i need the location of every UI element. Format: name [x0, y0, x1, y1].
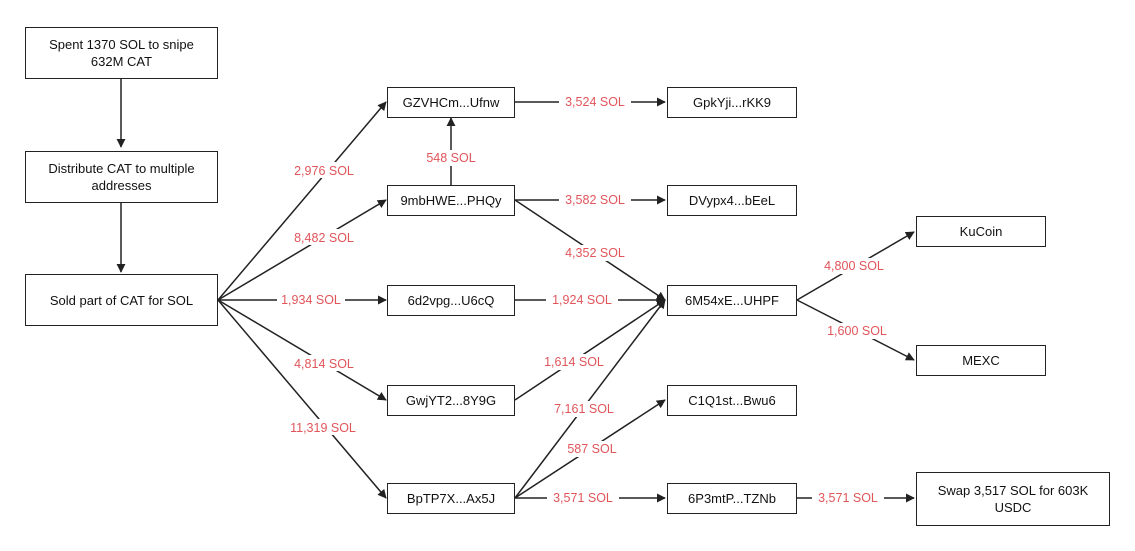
node-mexc: MEXC — [916, 345, 1046, 376]
edge-label-m54xe-mexc: 1,600 SOL — [827, 324, 887, 338]
node-m54xe: 6M54xE...UHPF — [667, 285, 797, 316]
edge-bptp7x-m54xe — [514, 299, 666, 499]
edge-label-gzvhcm-gpkyji: 3,524 SOL — [565, 95, 625, 109]
node-gzvhcm: GZVHCm...Ufnw — [387, 87, 515, 118]
edge-sold-gwjyt2 — [217, 299, 387, 401]
edge-label-mbhwe-gzvhcm: 548 SOL — [426, 151, 475, 165]
edge-label-sold-gzvhcm: 2,976 SOL — [294, 164, 354, 178]
node-kucoin-label: KuCoin — [959, 224, 1003, 239]
node-c1q1st-label: C1Q1st...Bwu6 — [688, 393, 776, 408]
node-p3mtp: 6P3mtP...TZNb — [667, 483, 797, 514]
node-mbhwe-label: 9mbHWE...PHQy — [400, 193, 502, 208]
node-gwjyt2: GwjYT2...8Y9G — [387, 385, 515, 416]
node-d2vpg: 6d2vpg...U6cQ — [387, 285, 515, 316]
edge-label-m54xe-kucoin: 4,800 SOL — [824, 259, 884, 273]
edge-label-p3mtp-swap: 3,571 SOL — [818, 491, 878, 505]
node-sold: Sold part of CAT for SOL — [25, 274, 218, 326]
node-spent: Spent 1370 SOL to snipe 632M CAT — [25, 27, 218, 79]
node-sold-label: Sold part of CAT for SOL — [49, 292, 194, 308]
node-bptp7x: BpTP7X...Ax5J — [387, 483, 515, 514]
node-gpkyji: GpkYji...rKK9 — [667, 87, 797, 118]
node-mexc-label: MEXC — [962, 353, 1000, 368]
edge-label-d2vpg-m54xe: 1,924 SOL — [552, 293, 612, 307]
edge-sold-mbhwe — [217, 199, 387, 301]
node-d2vpg-label: 6d2vpg...U6cQ — [407, 293, 495, 308]
node-swap-label: Swap 3,517 SOL for 603K USDC — [937, 483, 1089, 515]
node-bptp7x-label: BpTP7X...Ax5J — [406, 491, 496, 506]
node-gzvhcm-label: GZVHCm...Ufnw — [402, 95, 500, 110]
edge-label-sold-bptp7x: 11,319 SOL — [290, 421, 356, 435]
node-m54xe-label: 6M54xE...UHPF — [685, 293, 779, 308]
node-distribute: Distribute CAT to multiple addresses — [25, 151, 218, 203]
edge-label-sold-mbhwe: 8,482 SOL — [294, 231, 354, 245]
node-mbhwe: 9mbHWE...PHQy — [387, 185, 515, 216]
node-dvypx4-label: DVypx4...bEeL — [688, 193, 776, 208]
edge-gwjyt2-m54xe — [514, 299, 666, 401]
edge-label-sold-d2vpg: 1,934 SOL — [281, 293, 341, 307]
node-p3mtp-label: 6P3mtP...TZNb — [688, 491, 776, 506]
edge-label-sold-gwjyt2: 4,814 SOL — [294, 357, 354, 371]
node-swap: Swap 3,517 SOL for 603K USDC — [916, 472, 1110, 526]
node-kucoin: KuCoin — [916, 216, 1046, 247]
node-distribute-label: Distribute CAT to multiple addresses — [48, 161, 195, 193]
edge-label-gwjyt2-m54xe: 1,614 SOL — [544, 355, 604, 369]
node-spent-label: Spent 1370 SOL to snipe 632M CAT — [49, 37, 194, 69]
node-gwjyt2-label: GwjYT2...8Y9G — [405, 393, 497, 408]
edge-label-bptp7x-m54xe: 7,161 SOL — [554, 402, 614, 416]
edge-label-bptp7x-c1q1st: 587 SOL — [567, 442, 616, 456]
node-c1q1st: C1Q1st...Bwu6 — [667, 385, 797, 416]
node-gpkyji-label: GpkYji...rKK9 — [692, 95, 772, 110]
edge-label-bptp7x-p3mtp: 3,571 SOL — [553, 491, 613, 505]
edge-sold-bptp7x — [217, 299, 387, 499]
edge-sold-gzvhcm — [217, 101, 387, 301]
edge-label-mbhwe-m54xe: 4,352 SOL — [565, 246, 625, 260]
edge-label-mbhwe-dvypx4: 3,582 SOL — [565, 193, 625, 207]
edge-label-group: 2,976 SOL 8,482 SOL 1,934 SOL 4,814 SOL … — [277, 94, 893, 506]
node-dvypx4: DVypx4...bEeL — [667, 185, 797, 216]
